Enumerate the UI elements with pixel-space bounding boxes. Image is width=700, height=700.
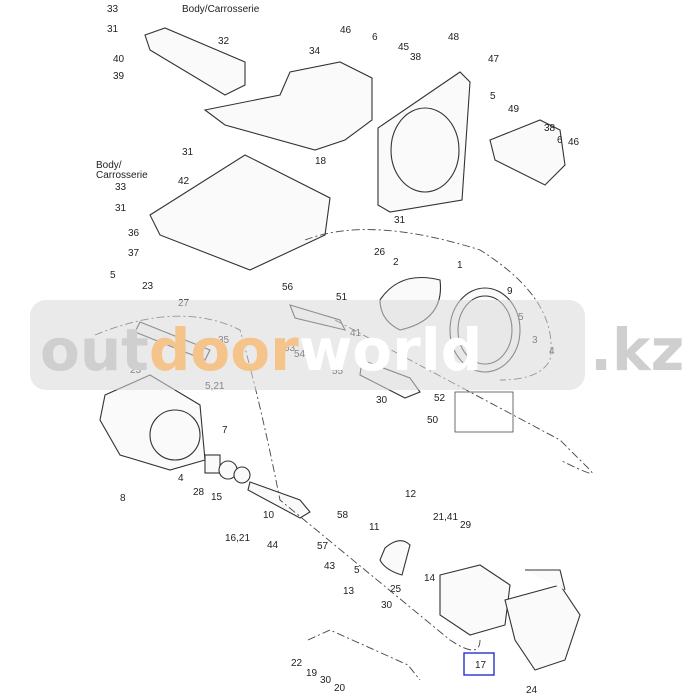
callout-label: Body/Carrosserie [182,4,260,15]
callout-label: 6 [557,135,563,146]
callout-label: 58 [337,510,349,521]
callout-label: Carrosserie [96,170,148,181]
callout-label: 33 [107,4,119,15]
callout-label: 38 [410,52,422,63]
callout-label: 10 [263,510,275,521]
callout-label: 17 [475,660,487,671]
dashed-outline-lower [307,629,421,681]
callout-label: 57 [317,541,329,552]
callout-label: 44 [267,540,279,551]
callout-label: 43 [324,561,336,572]
callout-label: 14 [424,573,436,584]
callout-label: 5 [354,565,360,576]
dashed-outline-upper [304,229,552,381]
callout-label: 31 [394,215,406,226]
callout-label: 15 [211,492,223,503]
part-49-bracket [489,119,566,186]
callout-label: 46 [340,25,352,36]
callout-label: 32 [218,36,230,47]
callout-label: 31 [107,24,119,35]
part-13-cone [379,540,411,576]
callout-label: 52 [434,393,446,404]
callout-label: 28 [193,487,205,498]
callout-label: 30 [320,675,332,686]
part-24-arm [525,569,566,591]
watermark: outdoorworld .kz [30,300,684,390]
callout-label: 40 [113,54,125,65]
part-7-bore [149,409,201,461]
callout-label: 38 [544,123,556,134]
part-15-gear [233,466,251,484]
callout-label: 5 [490,91,496,102]
callout-label: 46 [568,137,580,148]
callout-label: 21,41 [433,512,458,523]
callout-label: 20 [334,683,346,694]
callout-label: 2 [393,257,399,268]
callout-label: 25 [390,584,402,595]
callout-label: 24 [526,685,538,696]
callout-label: 19 [306,668,318,679]
callout-label: 8 [120,493,126,504]
callout-label: 23 [142,281,154,292]
callout-label: 11 [369,522,380,533]
callout-label: 36 [128,228,140,239]
watermark-segment: out [40,316,149,384]
callout-label: 51 [336,292,348,303]
highlight-box-17 [463,652,495,676]
callout-label: 16,21 [225,533,250,544]
part-10-shaft [247,481,311,519]
callout-label: 9 [507,286,513,297]
callout-label: 6 [372,32,378,43]
part-4-bearing [204,454,221,474]
callout-label: 30 [376,395,388,406]
callout-label: 34 [309,46,321,57]
callout-label: 30 [381,600,393,611]
part-17-nozzle-housing [439,564,511,636]
watermark-box [30,300,585,390]
callout-label: 5 [110,270,116,281]
callout-label: 31 [182,147,194,158]
part-24-nozzle [504,584,581,671]
watermark-text: outdoorworld [40,316,482,384]
watermark-segment: world [299,316,482,384]
callout-label: 31 [115,203,127,214]
callout-label: 56 [282,282,294,293]
callout-label: 50 [427,415,439,426]
callout-label: 48 [448,32,460,43]
callout-label: 37 [128,248,140,259]
callout-label: 33 [115,182,127,193]
callout-label: 49 [508,104,520,115]
watermark-segment: door [149,316,299,384]
callout-label: 42 [178,176,190,187]
callout-label: 7 [222,425,228,436]
callout-label: 26 [374,247,386,258]
watermark-domain: .kz [590,316,684,384]
callout-label: Body/ [96,160,122,171]
callout-label: 47 [488,54,500,65]
callout-label: 39 [113,71,125,82]
part-32-bracket [144,27,246,96]
callout-label: 22 [291,658,303,669]
callout-label: 29 [460,520,472,531]
part-18-ride-plate [149,154,331,271]
callout-label: 12 [405,489,417,500]
part-34-cover [203,61,373,151]
dashed-outline-right [334,319,593,474]
callout-label: 4 [178,473,184,484]
callout-label: 18 [315,156,327,167]
callout-label: 13 [343,586,355,597]
part-52-kit-box [454,391,514,433]
callout-label: 1 [457,260,463,271]
callout-label: 45 [398,42,410,53]
part-47-opening [390,107,460,193]
